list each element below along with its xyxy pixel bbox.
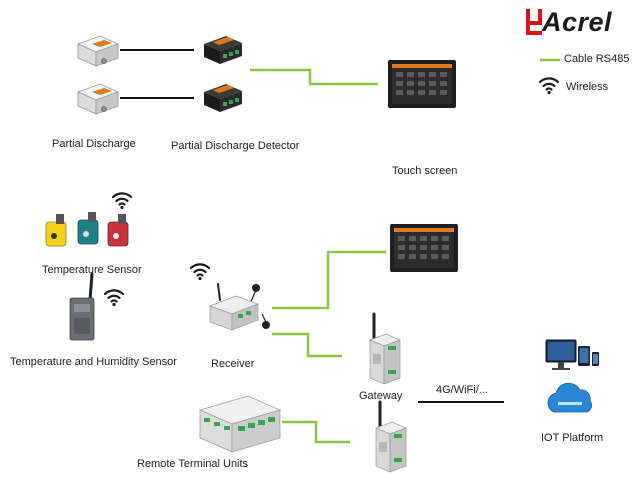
label-uplink: 4G/WiFi/... — [436, 384, 488, 396]
cloud-icon — [547, 382, 592, 413]
partial-discharge-sensor-1 — [77, 35, 119, 67]
label-partial-discharge-detector: Partial Discharge Detector — [171, 140, 300, 152]
partial-discharge-detector-1 — [204, 36, 242, 64]
temperature-sensor-group — [45, 212, 129, 247]
iot-platform-devices — [545, 339, 599, 413]
receiver-to-touchscreen-cable — [272, 250, 386, 310]
temp-humidity-sensor — [69, 272, 95, 341]
receiver-to-gateway-cable — [272, 332, 342, 358]
rtu-to-gateway-cable — [282, 420, 350, 444]
legend-wifi-icon — [538, 77, 560, 96]
wifi-icon-temp-humidity — [103, 289, 125, 308]
legend-cable-label: Cable RS485 — [564, 53, 630, 65]
temperature-sensor-teal — [77, 212, 99, 245]
label-touch-screen: Touch screen — [392, 165, 458, 177]
brand-name: Acrel — [542, 6, 613, 37]
wifi-icon-temperature — [111, 192, 133, 211]
gateway-device-1 — [368, 312, 402, 386]
label-temp-humidity-sensor: Temperature and Humidity Sensor — [10, 356, 177, 368]
receiver-device — [209, 283, 270, 331]
touch-screen-2 — [390, 224, 458, 272]
touch-screen-1 — [388, 60, 456, 108]
temperature-sensor-red — [107, 214, 129, 247]
partial-discharge-detector-2 — [204, 84, 242, 112]
label-remote-terminal-units: Remote Terminal Units — [137, 458, 249, 470]
temperature-sensor-yellow — [45, 214, 67, 247]
brand-logo: Acrel — [540, 6, 612, 38]
label-temperature-sensor: Temperature Sensor — [42, 264, 142, 276]
detector-to-touchscreen-cable — [250, 68, 378, 86]
label-partial-discharge: Partial Discharge — [52, 138, 136, 150]
acrel-logo-mark — [526, 9, 542, 35]
legend-wireless-label: Wireless — [566, 81, 609, 93]
remote-terminal-units-device — [198, 395, 282, 453]
wifi-icon-receiver — [189, 263, 211, 282]
gateway-device-2 — [374, 400, 408, 474]
label-iot-platform: IOT Platform — [541, 432, 604, 444]
label-gateway: Gateway — [359, 390, 403, 402]
partial-discharge-sensor-2 — [77, 83, 119, 115]
label-receiver: Receiver — [211, 358, 255, 370]
